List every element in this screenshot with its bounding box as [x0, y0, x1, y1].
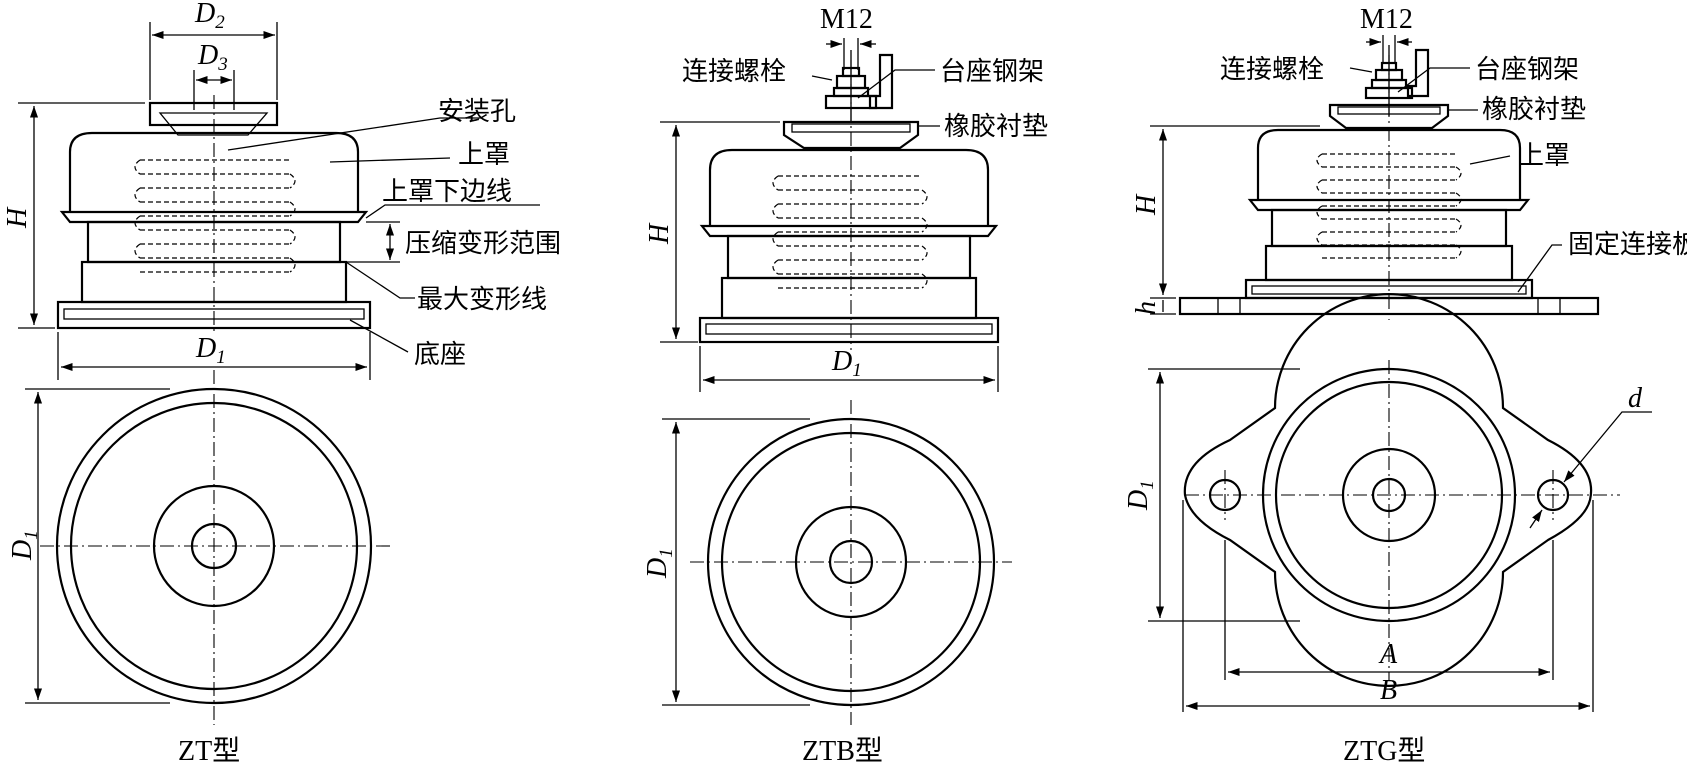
- ztg-caption: ZTG型: [1343, 735, 1425, 767]
- zt-d1-dim: D1: [195, 333, 226, 368]
- zt-elevation: [18, 22, 540, 380]
- zt-max-deform-line-label: 最大变形线: [417, 284, 547, 314]
- zt-d2-dim: D2: [194, 0, 225, 33]
- zt-plan-d1-dim: D1: [7, 530, 42, 561]
- ztg-hole-d-dim: d: [1628, 383, 1643, 414]
- ztg-rubber-pad-label: 橡胶衬垫: [1482, 94, 1586, 124]
- ztg-fixing-plate-label: 固定连接板: [1568, 229, 1687, 259]
- ztb-steel-frame-label: 台座钢架: [940, 56, 1044, 86]
- ztb-plan-d1-dim: D1: [642, 548, 677, 579]
- ztg-h-dim: H: [1131, 193, 1162, 216]
- ztb-plan: [662, 400, 1012, 725]
- ztg-b-dim: B: [1380, 675, 1397, 706]
- ztb-connecting-bolt-label: 连接螺栓: [682, 56, 786, 86]
- zt-plan: [25, 370, 390, 725]
- ztb-bolt-size: M12: [820, 4, 873, 35]
- ztg-plan: [1148, 292, 1652, 712]
- zt-h-dim: H: [2, 206, 33, 229]
- ztg-small-h-dim: h: [1131, 301, 1162, 315]
- ztg-a-dim: A: [1378, 639, 1398, 670]
- ztg-connecting-bolt-label: 连接螺栓: [1220, 54, 1324, 84]
- zt-mount-hole-label: 安装孔: [438, 96, 516, 126]
- ztg-steel-frame-label: 台座钢架: [1475, 54, 1579, 84]
- ztb-rubber-pad-label: 橡胶衬垫: [944, 111, 1048, 141]
- ztg-bolt-size: M12: [1360, 4, 1413, 35]
- zt-base-label: 底座: [414, 339, 466, 369]
- ztb-caption: ZTB型: [802, 735, 883, 767]
- zt-compression-range-label: 压缩变形范围: [405, 228, 561, 258]
- ztg-plan-d1-dim: D1: [1123, 480, 1158, 511]
- zt-upper-cover-label: 上罩: [458, 139, 510, 169]
- zt-d3-dim: D3: [197, 40, 228, 75]
- ztg-upper-cover-label: 上罩: [1518, 140, 1570, 170]
- zt-cover-lower-edge-label: 上罩下边线: [382, 176, 512, 206]
- zt-caption: ZT型: [178, 735, 240, 767]
- ztb-d1-dim: D1: [831, 346, 862, 381]
- ztb-elevation: [660, 38, 1000, 392]
- ztb-h-dim: H: [644, 222, 675, 245]
